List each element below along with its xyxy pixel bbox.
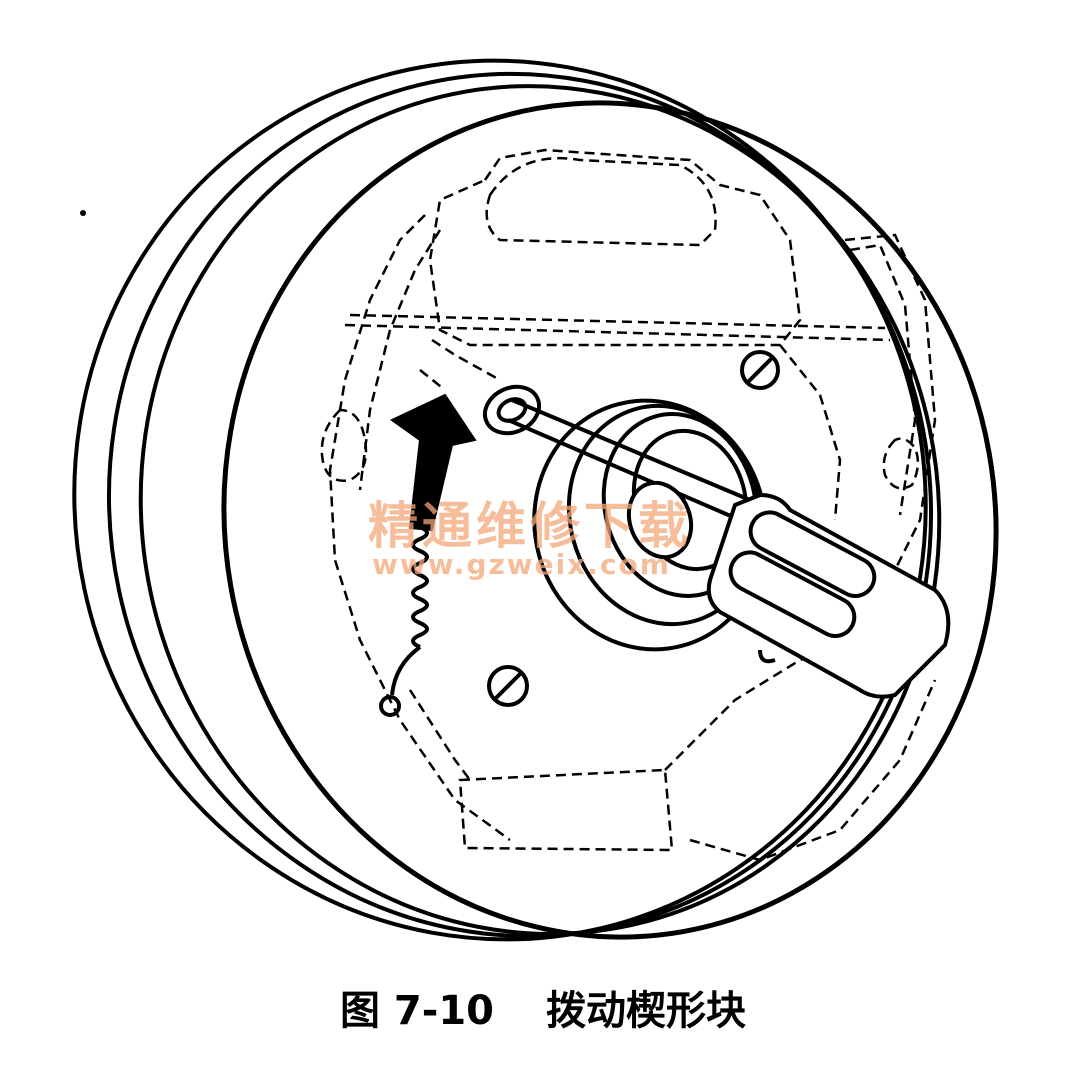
- handle-butt: [758, 649, 776, 664]
- right-shoe-inner: [849, 243, 917, 516]
- hub-ring-2: [566, 403, 764, 627]
- left-lobe: [320, 408, 368, 482]
- stray-dot: [80, 210, 86, 216]
- spring-hook: [390, 645, 422, 696]
- drum-rim-outer: [72, 58, 928, 942]
- hub-ring-3: [601, 412, 759, 598]
- bottom-right-shoe: [689, 679, 937, 862]
- screw-hole-bottom: [487, 665, 529, 707]
- top-crossbar-2: [349, 313, 886, 330]
- handle-ferrule: [626, 480, 694, 560]
- screw-hole-top: [740, 350, 780, 390]
- left-shoe-inner: [358, 229, 442, 491]
- drum-rim-3: [138, 84, 942, 936]
- drum-rim-2: [107, 71, 933, 939]
- center-plate-edge: [779, 344, 842, 521]
- drum-face: [221, 100, 999, 940]
- brake-drum-illustration: [72, 58, 999, 942]
- figure-caption: 图 7-10 拨动楔形块: [0, 978, 1086, 1036]
- right-lobe: [882, 437, 920, 490]
- screwdriver-handle: [706, 492, 951, 699]
- wedge-lever-outline: [419, 338, 501, 391]
- figure-number: 图 7-10: [339, 988, 495, 1034]
- handle-groove-1: [748, 510, 877, 599]
- left-shoe-outline: [328, 214, 511, 842]
- lower-plate-outline: [408, 638, 861, 781]
- figure-title: 拨动楔形块: [546, 988, 747, 1034]
- wheel-cylinder-outline: [485, 156, 717, 247]
- top-cylinder-outline: [428, 148, 802, 347]
- adjust-hole: [482, 384, 542, 436]
- screwdriver-shaft: [507, 398, 751, 522]
- direction-arrow: [390, 393, 477, 532]
- screw-slot-top: [746, 356, 774, 384]
- bottom-anchor-outline: [458, 768, 674, 852]
- screw-slot-bottom: [493, 671, 523, 701]
- handle-groove-2: [728, 550, 857, 639]
- top-crossbar: [344, 323, 891, 342]
- spring-anchor: [379, 695, 401, 717]
- spring-coil: [411, 513, 429, 649]
